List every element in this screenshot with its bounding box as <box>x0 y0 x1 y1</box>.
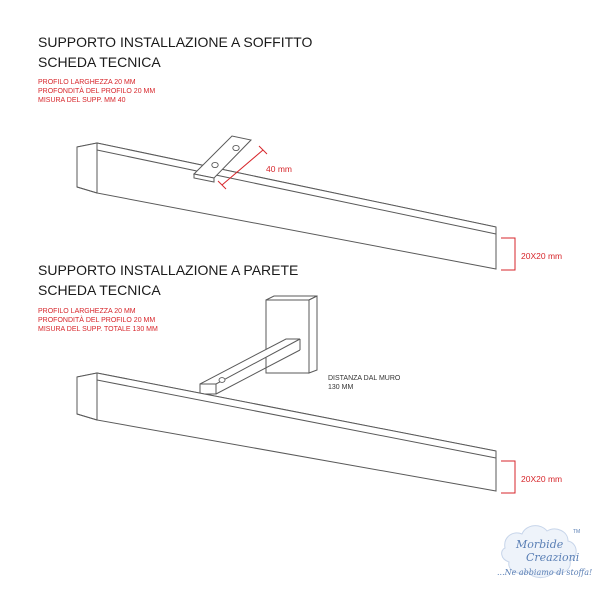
wall-spec-2: PROFONDITÀ DEL PROFILO 20 MM <box>38 315 155 324</box>
brand-logo: Morbide Creazioni ...Ne abbiamo di stoff… <box>497 525 592 579</box>
ceiling-section: SUPPORTO INSTALLAZIONE A SOFFITTO SCHEDA… <box>38 34 562 271</box>
ceiling-bracket <box>192 135 252 183</box>
wall-arm-end <box>199 383 217 395</box>
ceiling-profile-end-face <box>76 142 98 194</box>
ceiling-profile-side-face <box>96 142 497 270</box>
wall-arm-bottom-edge <box>215 349 301 395</box>
ceiling-profile-bar <box>76 142 497 270</box>
ceiling-spec-2: PROFONDITÀ DEL PROFILO 20 MM <box>38 86 155 95</box>
wall-title: SUPPORTO INSTALLAZIONE A PARETE <box>38 262 298 278</box>
ceiling-bracket-dimension-label: 40 mm <box>266 164 292 174</box>
logo-line-1: Morbide <box>515 538 564 551</box>
logo-tagline: ...Ne abbiamo di stoffa! <box>497 568 592 577</box>
ceiling-bracket-edge <box>193 173 215 183</box>
ceiling-subtitle: SCHEDA TECNICA <box>38 54 161 70</box>
wall-arm-hole <box>218 377 226 383</box>
logo-cloud-icon <box>501 525 577 579</box>
wall-profile-dimension: 20X20 mm <box>501 460 562 494</box>
wall-section: SUPPORTO INSTALLAZIONE A PARETE SCHEDA T… <box>38 262 562 494</box>
ceiling-dimension-line <box>221 149 264 186</box>
wall-distance-value: 130 MM <box>328 384 353 391</box>
wall-subtitle: SCHEDA TECNICA <box>38 282 161 298</box>
ceiling-spec-1: PROFILO LARGHEZZA 20 MM <box>38 79 136 86</box>
ceiling-title: SUPPORTO INSTALLAZIONE A SOFFITTO <box>38 34 312 50</box>
ceiling-bracket-hole-1 <box>232 144 240 152</box>
wall-spec-1: PROFILO LARGHEZZA 20 MM <box>38 308 136 315</box>
wall-plate-front <box>265 299 310 374</box>
wall-profile-side-face <box>96 372 497 492</box>
ceiling-bracket-dimension: 40 mm <box>217 145 292 190</box>
ceiling-profile-dimension: 20X20 mm <box>501 237 562 271</box>
wall-arm <box>199 338 301 395</box>
wall-spec-3: MISURA DEL SUPP. TOTALE 130 MM <box>38 326 158 333</box>
wall-profile-dimension-label: 20X20 mm <box>521 474 562 484</box>
ceiling-profile-edge <box>96 149 497 235</box>
ceiling-dimension-tick-1 <box>217 180 227 190</box>
ceiling-profile-bottom-edge <box>76 186 98 194</box>
ceiling-spec-3: MISURA DEL SUPP. MM 40 <box>38 97 126 104</box>
logo-line-2: Creazioni <box>526 551 579 564</box>
wall-plate-side <box>308 295 318 374</box>
logo-trademark: TM <box>573 529 580 535</box>
ceiling-profile-dimension-label: 20X20 mm <box>521 251 562 261</box>
wall-distance-label: DISTANZA DAL MURO <box>328 375 401 382</box>
wall-profile-bar <box>76 372 497 492</box>
ceiling-profile-dimension-bracket <box>501 237 516 271</box>
wall-plate <box>265 295 318 374</box>
ceiling-dimension-tick-2 <box>258 145 268 155</box>
wall-profile-end-face <box>76 372 98 421</box>
wall-profile-edge <box>96 379 497 459</box>
wall-profile-bottom-edge <box>76 413 98 421</box>
wall-profile-dimension-bracket <box>501 460 516 494</box>
ceiling-bracket-hole-2 <box>211 161 219 169</box>
